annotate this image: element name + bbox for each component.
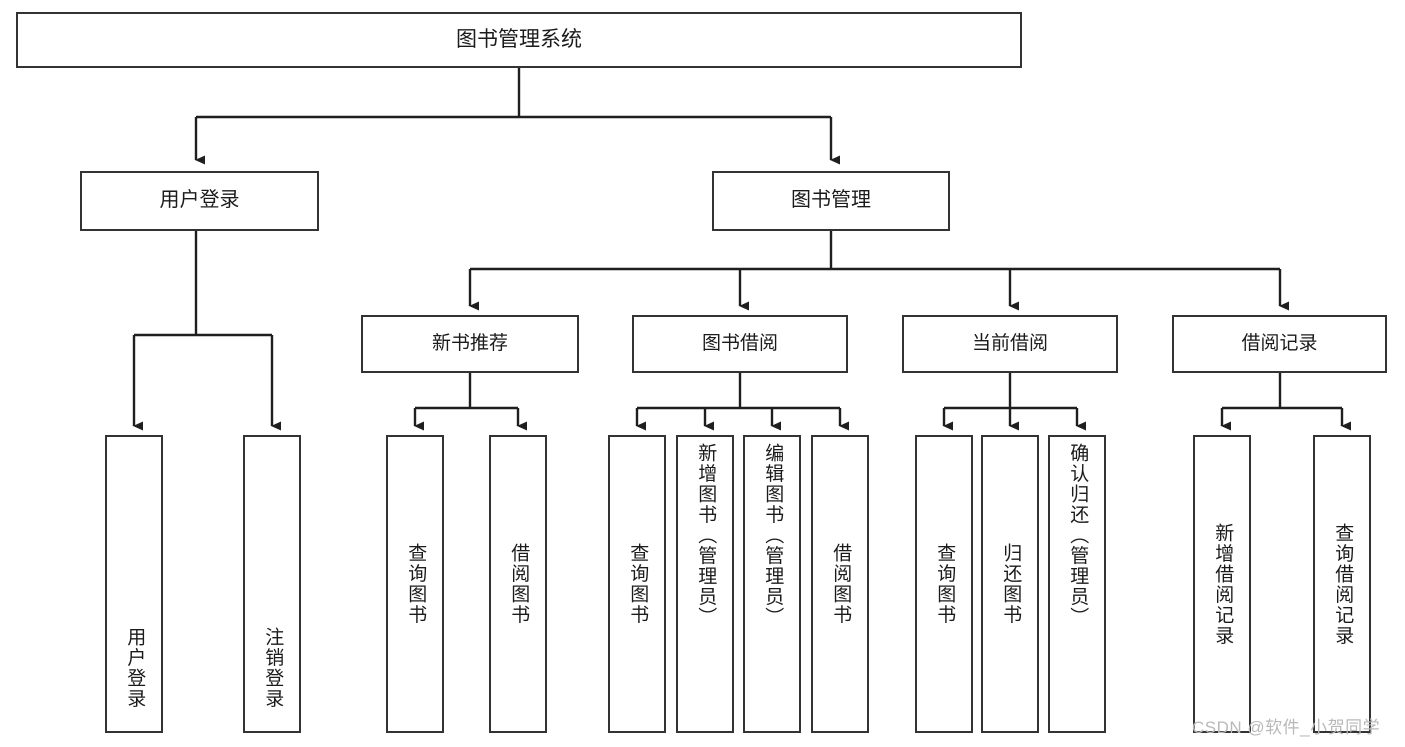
node-user-login[interactable]: 用户登录 <box>80 171 319 231</box>
node-borrow-record[interactable]: 借阅记录 <box>1172 315 1387 373</box>
leaf-new-book-query-book[interactable]: 查询图书 <box>386 435 444 733</box>
leaf-book-borrow-borrow-book[interactable]: 借阅图书 <box>811 435 869 733</box>
leaf-current-borrow-confirm-return-admin[interactable]: 确认归还（管理员） <box>1048 435 1106 733</box>
leaf-book-borrow-add-book-admin[interactable]: 新增图书（管理员） <box>676 435 734 733</box>
leaf-user-login-login[interactable]: 用户登录 <box>105 435 163 733</box>
node-book-borrow[interactable]: 图书借阅 <box>632 315 848 373</box>
node-current-borrow[interactable]: 当前借阅 <box>902 315 1118 373</box>
csdn-watermark: CSDN @软件_小贺同学 <box>1192 718 1381 737</box>
node-root-system[interactable]: 图书管理系统 <box>16 12 1022 68</box>
leaf-new-book-borrow-book[interactable]: 借阅图书 <box>489 435 547 733</box>
leaf-user-login-logout[interactable]: 注销登录 <box>243 435 301 733</box>
leaf-book-borrow-edit-book-admin[interactable]: 编辑图书（管理员） <box>743 435 801 733</box>
node-book-management[interactable]: 图书管理 <box>712 171 950 231</box>
leaf-book-borrow-query-book[interactable]: 查询图书 <box>608 435 666 733</box>
leaf-borrow-record-query-record[interactable]: 查询借阅记录 <box>1313 435 1371 733</box>
leaf-borrow-record-add-record[interactable]: 新增借阅记录 <box>1193 435 1251 733</box>
leaf-current-borrow-query-book[interactable]: 查询图书 <box>915 435 973 733</box>
node-new-book-recommend[interactable]: 新书推荐 <box>361 315 579 373</box>
leaf-current-borrow-return-book[interactable]: 归还图书 <box>981 435 1039 733</box>
